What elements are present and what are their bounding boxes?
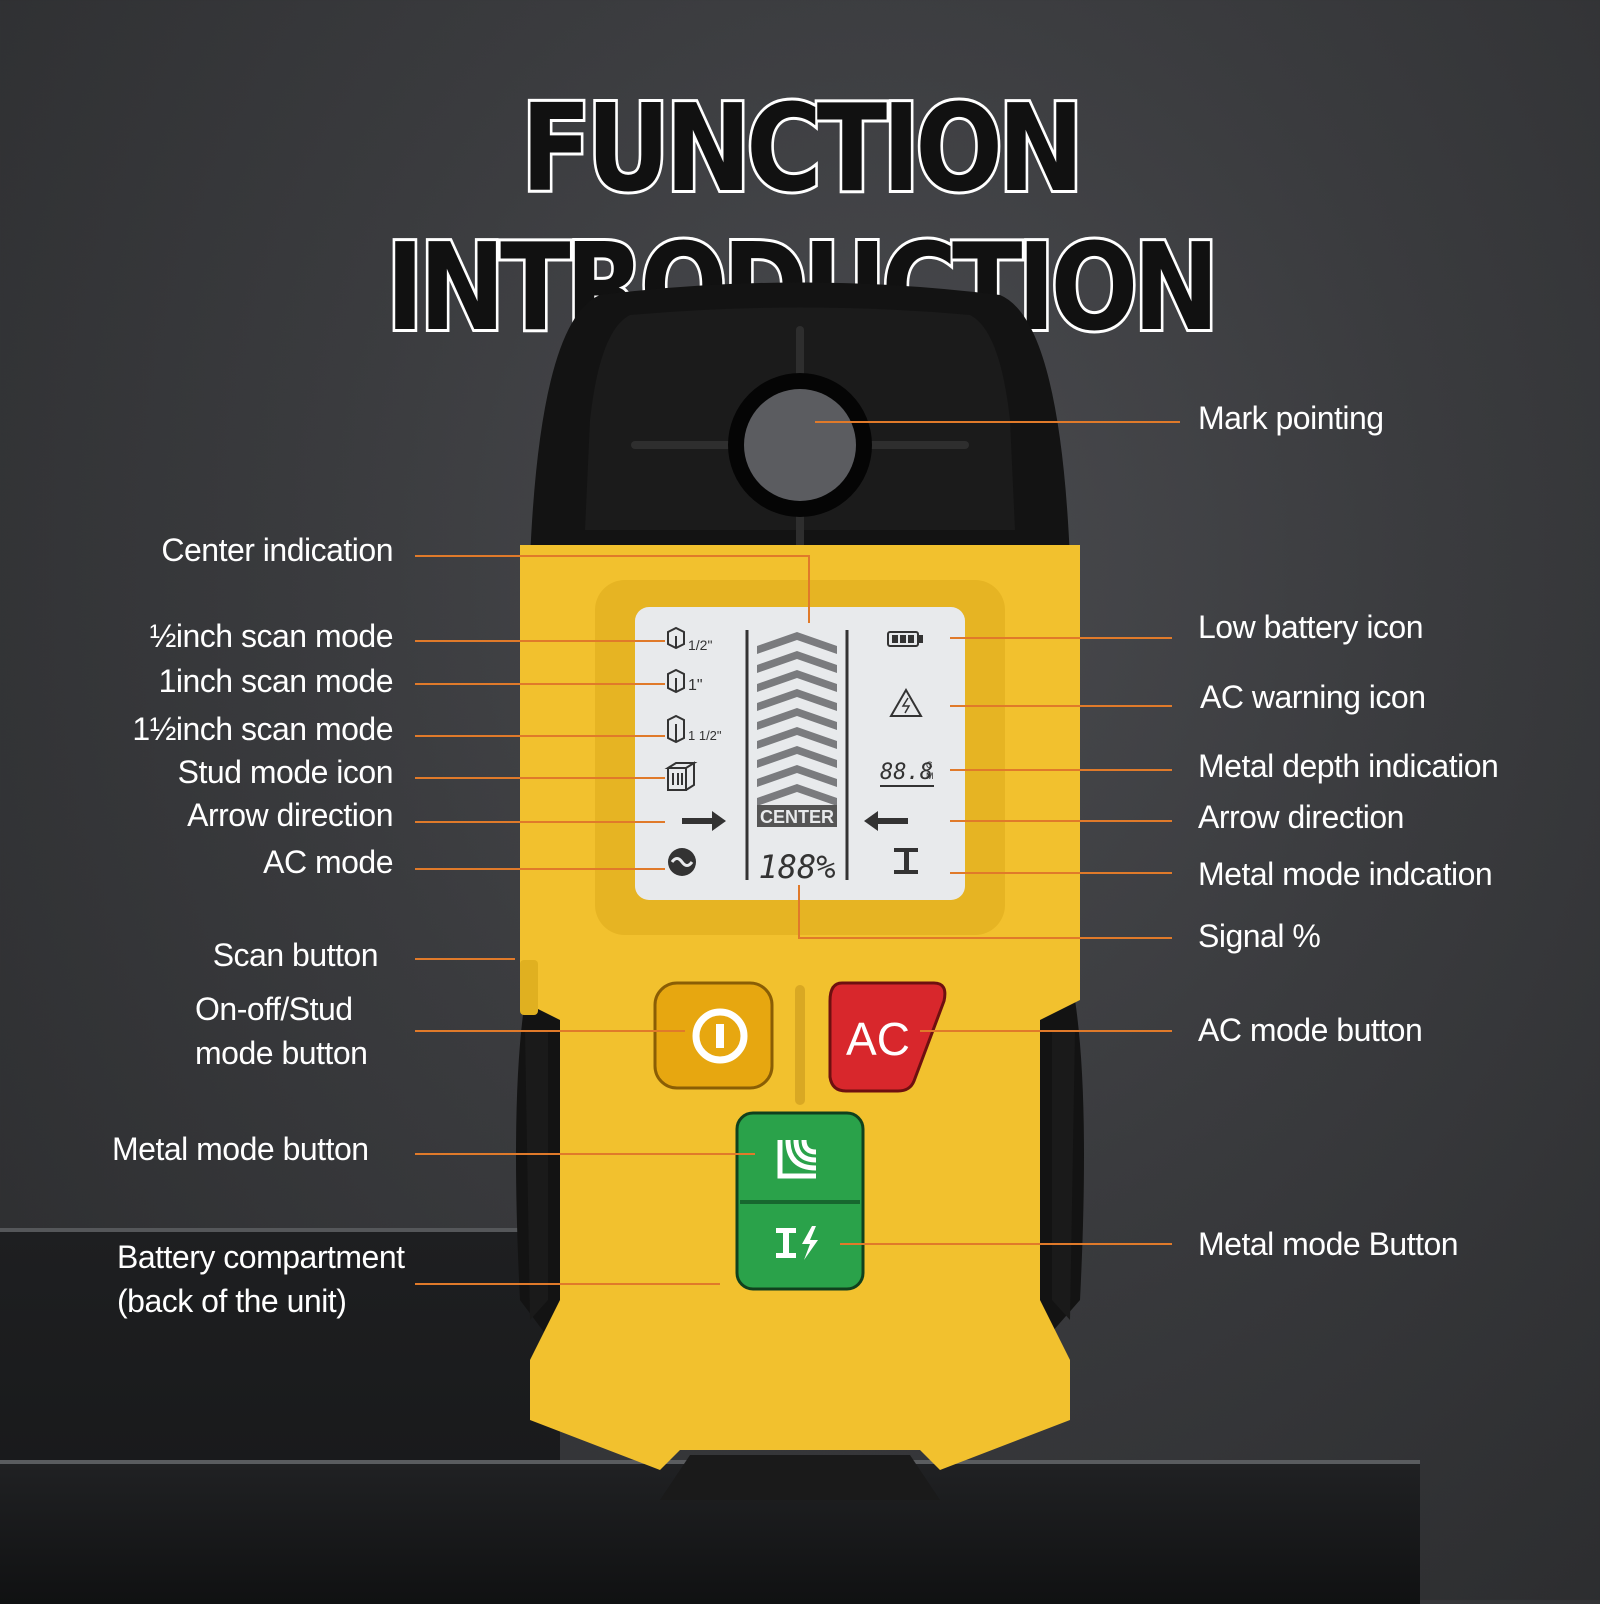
leader-one-inch bbox=[415, 683, 665, 685]
leader-half-inch bbox=[415, 640, 665, 642]
leader-scan-button bbox=[415, 958, 515, 960]
leader-battery bbox=[415, 1283, 720, 1285]
center-label: CENTER bbox=[760, 807, 834, 827]
signal-chevron bbox=[757, 727, 837, 749]
label-battery-compartment: Battery compartment (back of the unit) bbox=[117, 1239, 405, 1319]
label-mark-pointing: Mark pointing bbox=[1198, 400, 1384, 436]
signal-chevron bbox=[757, 765, 837, 787]
signal-chevron bbox=[757, 632, 837, 654]
leader-arrow-left bbox=[415, 821, 665, 823]
label-half-inch-scan: ½inch scan mode bbox=[149, 618, 394, 654]
depth-unit-c: C bbox=[926, 760, 933, 770]
device-side-grip-right bbox=[1052, 1030, 1075, 1320]
leader-center-indication bbox=[415, 555, 810, 557]
one-inch-text: 1" bbox=[688, 677, 703, 694]
leader-low-battery bbox=[950, 637, 1172, 639]
label-metal-mode-indication: Metal mode indcation bbox=[1198, 856, 1493, 892]
metal-mode-icon bbox=[894, 848, 918, 874]
metal-scan-icon bbox=[777, 1139, 817, 1179]
label-one-inch-scan: 1inch scan mode bbox=[158, 663, 394, 699]
half-inch-text: 1/2" bbox=[688, 637, 712, 653]
leader-onoff-button bbox=[415, 1030, 685, 1032]
signal-chevron bbox=[757, 746, 837, 768]
signal-percent-readout: 188% bbox=[758, 848, 835, 886]
label-scan-button: Scan button bbox=[212, 937, 379, 973]
depth-unit-m: M bbox=[926, 771, 934, 781]
one-half-inch-icon bbox=[667, 714, 685, 744]
label-onoff-stud-button: On-off/Stud mode button bbox=[195, 991, 368, 1071]
label-center-indication: Center indication bbox=[161, 532, 393, 568]
label-metal-mode-button2: Metal mode Button bbox=[1198, 1226, 1459, 1262]
label-ac-mode: AC mode bbox=[263, 844, 393, 880]
label-stud-mode-icon: Stud mode icon bbox=[177, 754, 394, 790]
low-battery-icon bbox=[887, 631, 923, 647]
half-inch-icon bbox=[667, 626, 685, 650]
label-metal-mode-button: Metal mode button bbox=[112, 1131, 369, 1167]
label-arrow-direction-right: Arrow direction bbox=[1198, 799, 1404, 835]
scan-button-side bbox=[520, 960, 538, 1015]
label-ac-warning-icon: AC warning icon bbox=[1200, 679, 1426, 715]
one-inch-icon bbox=[667, 668, 685, 694]
metal-depth-readout: 88.8 bbox=[880, 760, 933, 785]
leader-ac-mode-button bbox=[920, 1030, 1172, 1032]
metal-mode-button[interactable] bbox=[735, 1111, 865, 1291]
leader-ac-warning bbox=[950, 705, 1172, 707]
leader-metal-mode-indication bbox=[950, 872, 1172, 874]
label-arrow-direction-left: Arrow direction bbox=[187, 797, 393, 833]
arrow-left-icon bbox=[864, 811, 908, 831]
device-side-grip-left bbox=[525, 1030, 548, 1320]
leader-metal-mode-button2 bbox=[840, 1243, 1172, 1245]
leader-stud-mode bbox=[415, 777, 665, 779]
leader-metal-mode-button bbox=[415, 1153, 755, 1155]
label-ac-mode-button: AC mode button bbox=[1198, 1012, 1423, 1048]
signal-chevron bbox=[757, 670, 837, 692]
mark-pointing-hole bbox=[744, 389, 856, 501]
stud-mode-icon bbox=[664, 761, 698, 791]
button-divider bbox=[795, 985, 805, 1105]
ac-mode-icon bbox=[668, 848, 696, 876]
arrow-right-icon bbox=[682, 811, 726, 831]
leader-signal-percent bbox=[798, 937, 1172, 939]
leader-metal-depth bbox=[950, 769, 1172, 771]
leader-center-indication-drop bbox=[808, 555, 810, 623]
ac-warning-icon bbox=[889, 687, 923, 717]
leader-mark-pointing bbox=[815, 421, 1180, 423]
signal-chevron bbox=[757, 784, 837, 806]
ac-mode-button[interactable]: AC bbox=[828, 981, 947, 1093]
label-metal-depth-indication: Metal depth indication bbox=[1198, 748, 1499, 784]
label-one-half-inch-scan: 1½inch scan mode bbox=[132, 711, 393, 747]
center-label-box bbox=[757, 805, 837, 827]
power-stud-button[interactable] bbox=[653, 981, 774, 1090]
signal-chevron-stack bbox=[757, 632, 837, 806]
leader-signal-drop bbox=[798, 885, 800, 939]
device-foot bbox=[660, 1455, 940, 1500]
signal-chevron bbox=[757, 689, 837, 711]
leader-ac-mode bbox=[415, 868, 665, 870]
ac-button-label: AC bbox=[846, 1013, 910, 1065]
label-signal-percent: Signal % bbox=[1198, 918, 1321, 954]
signal-chevron bbox=[757, 708, 837, 730]
metal-ac-icon bbox=[776, 1226, 818, 1260]
label-low-battery-icon: Low battery icon bbox=[1198, 609, 1424, 645]
one-half-inch-text: 1 1/2" bbox=[688, 728, 722, 743]
leader-one-half-inch bbox=[415, 735, 665, 737]
leader-arrow-right bbox=[950, 820, 1172, 822]
signal-chevron bbox=[757, 651, 837, 673]
